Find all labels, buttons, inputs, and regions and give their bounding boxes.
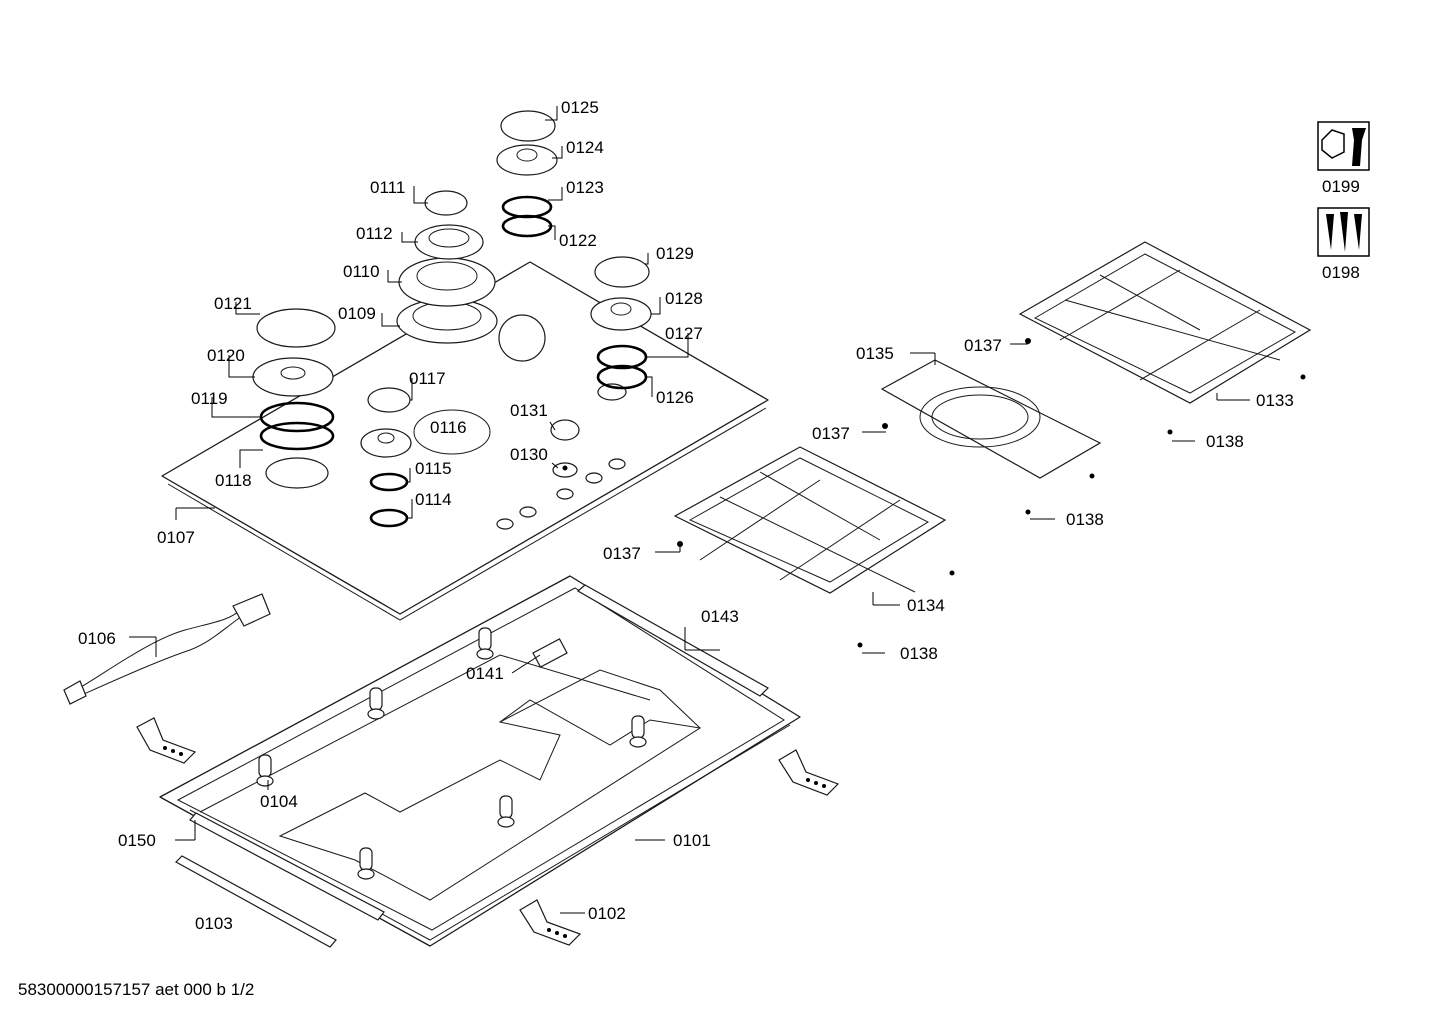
callout-0137-a: 0137 bbox=[603, 544, 641, 563]
callout-0127: 0127 bbox=[665, 324, 703, 343]
burner-stack-small bbox=[360, 387, 491, 528]
callout-0121: 0121 bbox=[214, 294, 252, 313]
callout-0128: 0128 bbox=[665, 289, 703, 308]
callout-0114: 0114 bbox=[415, 490, 452, 509]
seal-strip-0143 bbox=[576, 584, 769, 697]
glass-cooktop bbox=[161, 261, 769, 621]
pan-support-0135 bbox=[880, 359, 1102, 479]
callout-0129: 0129 bbox=[656, 244, 694, 263]
burner-stack-top bbox=[496, 110, 558, 238]
callout-0150: 0150 bbox=[118, 831, 156, 850]
callout-0138-c: 0138 bbox=[1206, 432, 1244, 451]
callout-0143: 0143 bbox=[701, 607, 739, 626]
callout-0133: 0133 bbox=[1256, 391, 1294, 410]
screws-icon bbox=[1317, 207, 1370, 257]
document-id: 58300000157157 aet 000 b 1/2 bbox=[18, 980, 255, 999]
power-cord bbox=[63, 593, 271, 705]
callout-labels: 0125 0124 0123 0122 0111 0112 0110 0109 … bbox=[78, 98, 1360, 933]
callout-0115: 0115 bbox=[415, 459, 452, 478]
seal-strip-0150 bbox=[189, 812, 385, 921]
callout-0138-b: 0138 bbox=[1066, 510, 1104, 529]
callout-0118: 0118 bbox=[215, 471, 252, 490]
callout-0130: 0130 bbox=[510, 445, 548, 464]
callout-0125: 0125 bbox=[561, 98, 599, 117]
tray-posts bbox=[256, 627, 647, 880]
wrench-nut-icon bbox=[1317, 121, 1370, 171]
callout-0109: 0109 bbox=[338, 304, 376, 323]
callout-0134: 0134 bbox=[907, 596, 945, 615]
callout-0135: 0135 bbox=[856, 344, 894, 363]
callout-0137-c: 0137 bbox=[964, 336, 1002, 355]
callout-0138-a: 0138 bbox=[900, 644, 938, 663]
callout-0104: 0104 bbox=[260, 792, 298, 811]
callout-0103: 0103 bbox=[195, 914, 233, 933]
burner-stack-left bbox=[252, 308, 336, 451]
callout-0102: 0102 bbox=[588, 904, 626, 923]
callout-0110: 0110 bbox=[343, 262, 380, 281]
burner-stack-right bbox=[590, 256, 652, 390]
callout-0119: 0119 bbox=[191, 389, 228, 408]
clamp-bracket-left bbox=[136, 717, 197, 764]
callout-0124: 0124 bbox=[566, 138, 604, 157]
control-knob bbox=[550, 419, 580, 478]
callout-0122: 0122 bbox=[559, 231, 597, 250]
clamp-bracket-bottom bbox=[519, 899, 582, 946]
fasteners bbox=[677, 338, 1306, 648]
callout-0131: 0131 bbox=[510, 401, 548, 420]
callout-0112: 0112 bbox=[356, 224, 393, 243]
callout-0116: 0116 bbox=[430, 418, 467, 437]
callout-0117: 0117 bbox=[409, 369, 446, 388]
callout-0123: 0123 bbox=[566, 178, 604, 197]
callout-0106: 0106 bbox=[78, 629, 116, 648]
callout-0141: 0141 bbox=[466, 664, 504, 683]
seal-strip-0103 bbox=[175, 855, 337, 948]
callout-0137-b: 0137 bbox=[812, 424, 850, 443]
pan-support-0134 bbox=[673, 446, 947, 594]
callout-0107: 0107 bbox=[157, 528, 195, 547]
callout-0198: 0198 bbox=[1322, 263, 1360, 282]
callout-0111: 0111 bbox=[370, 178, 405, 197]
wok-burner-stack bbox=[396, 190, 498, 344]
callout-0120: 0120 bbox=[207, 346, 245, 365]
callout-0101: 0101 bbox=[673, 831, 711, 850]
callout-0126: 0126 bbox=[656, 388, 694, 407]
leader-lines bbox=[129, 106, 1250, 914]
clamp-bracket-right bbox=[778, 749, 840, 796]
pan-support-0133 bbox=[1018, 241, 1312, 404]
callout-0199: 0199 bbox=[1322, 177, 1360, 196]
